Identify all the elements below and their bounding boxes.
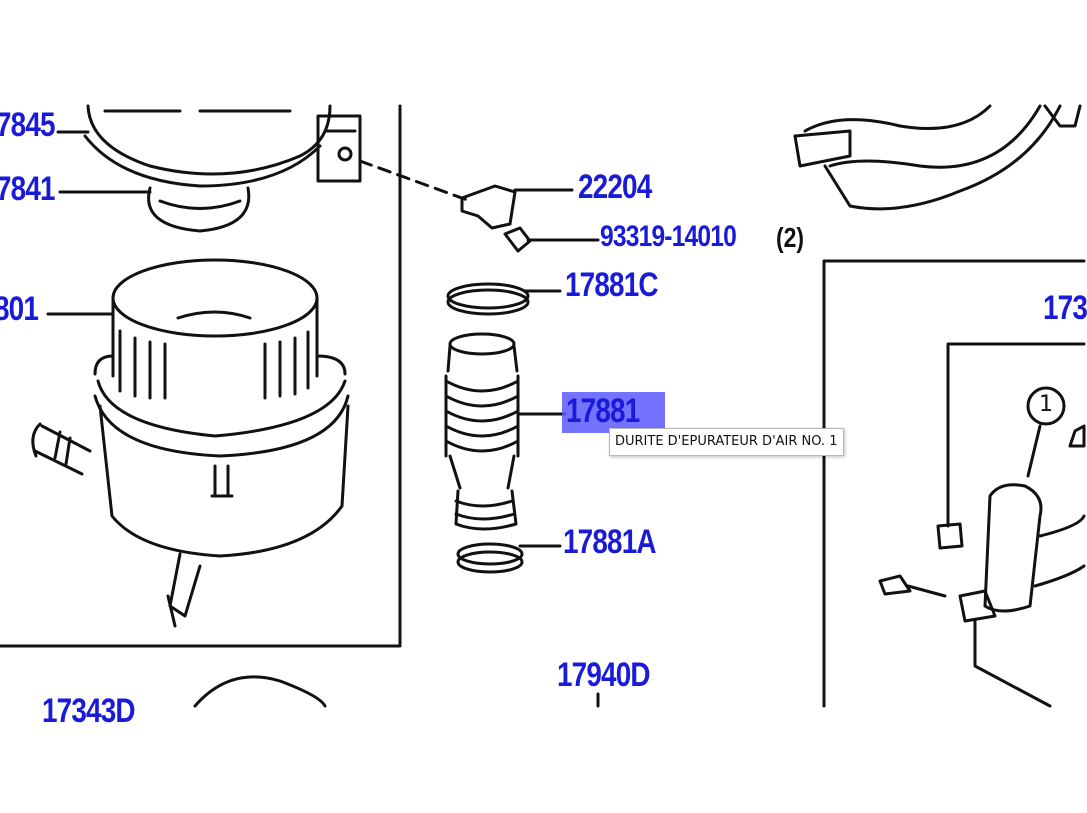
dashed-link [358,159,472,203]
air-filter-element [111,258,319,338]
air-cleaner-cap [86,104,332,176]
part-label-17881A[interactable]: 17881A [563,523,657,561]
part-tooltip: DURITE D'EPURATEUR D'AIR NO. 1 [609,428,844,456]
clamp-17881C [446,282,530,310]
left-group-frame [0,104,402,648]
part-label-17845[interactable]: 7845 [0,106,56,144]
part-label-17940D[interactable]: 17940D [557,656,651,694]
intake-duct [803,104,992,133]
hose-17881 [444,332,520,531]
quantity-93319: (2) [776,222,805,253]
right-group-frame [822,259,1086,708]
part-label-17881C[interactable]: 17881C [565,266,659,304]
part-label-93319-14010[interactable]: 93319-14010 [600,220,737,253]
part-label-17343D-partial[interactable]: 17343D [42,692,136,730]
part-22204 [460,184,517,230]
part-label-173-partial[interactable]: 173 [1043,289,1087,327]
parts-diagram [0,104,1086,708]
part-label-17841[interactable]: 7841 [0,170,56,208]
tooltip-text: DURITE D'EPURATEUR D'AIR NO. 1 [615,434,838,449]
part-label-22204[interactable]: 22204 [578,168,652,206]
callout-number: 1 [1039,392,1053,417]
clamp-17881A [456,542,524,566]
diagram-viewer[interactable]: 7845 7841 801 22204 93319-14010 (2) 1788… [0,104,1087,728]
selected-part-highlight [562,392,665,433]
part-label-17801[interactable]: 801 [0,290,39,328]
part-label-17881[interactable]: 17881 [566,392,640,430]
bolt-93319 [503,226,600,253]
air-cleaner-housing [96,379,347,438]
